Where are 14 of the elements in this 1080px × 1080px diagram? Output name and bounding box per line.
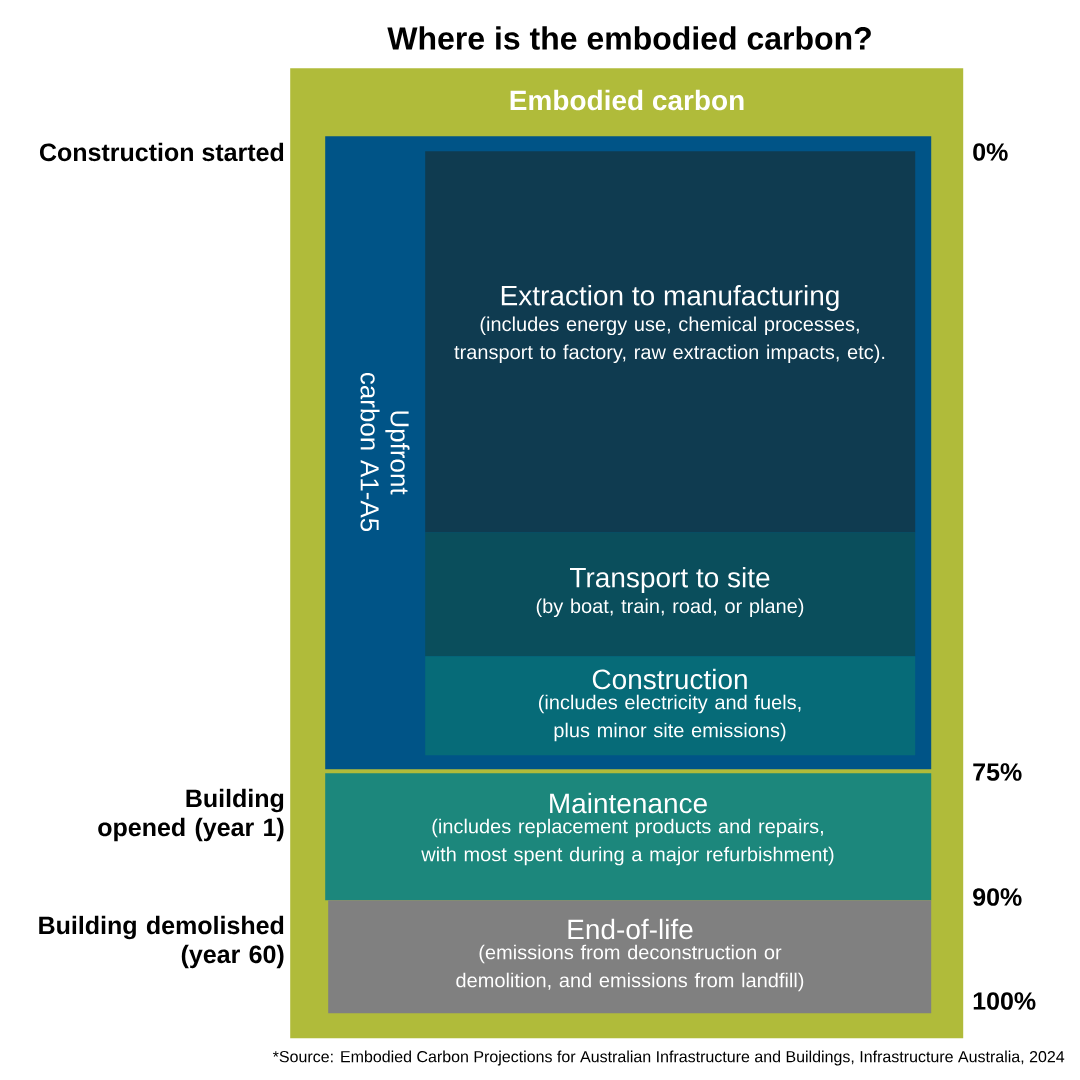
- percent-label: 100%: [973, 992, 1036, 1010]
- milestone-label: Building demolished (year 60): [39, 915, 284, 969]
- milestone-label: Building opened (year 1): [98, 788, 284, 842]
- percent-label: 75%: [973, 763, 1022, 781]
- stage-box: End-of-life (emissions from deconstruction or demolition, and emissions from landfill): [328, 900, 932, 1014]
- percent-label: 0%: [973, 143, 1008, 161]
- milestone-label: Construction started: [39, 142, 284, 162]
- stage-box: Extraction to manufacturing (includes energy use, chemical processes, transport to factory, raw extraction impacts, etc).: [425, 151, 916, 533]
- percent-label: 90%: [973, 888, 1022, 906]
- title: Where is the embodied carbon?: [387, 26, 871, 50]
- stage-box: Maintenance (includes replacement products and repairs, with most spent during a major refurbishment): [325, 773, 932, 901]
- caption: *Source: Embodied Carbon Projections for Australian Infrastructure and Buildings, Infrastructure Australia, 2024: [272, 1050, 1065, 1066]
- stage-box: Construction (includes electricity and fuels, plus minor site emissions): [425, 656, 916, 756]
- stage-box: Transport to site (by boat, train, road, or plane): [425, 532, 916, 657]
